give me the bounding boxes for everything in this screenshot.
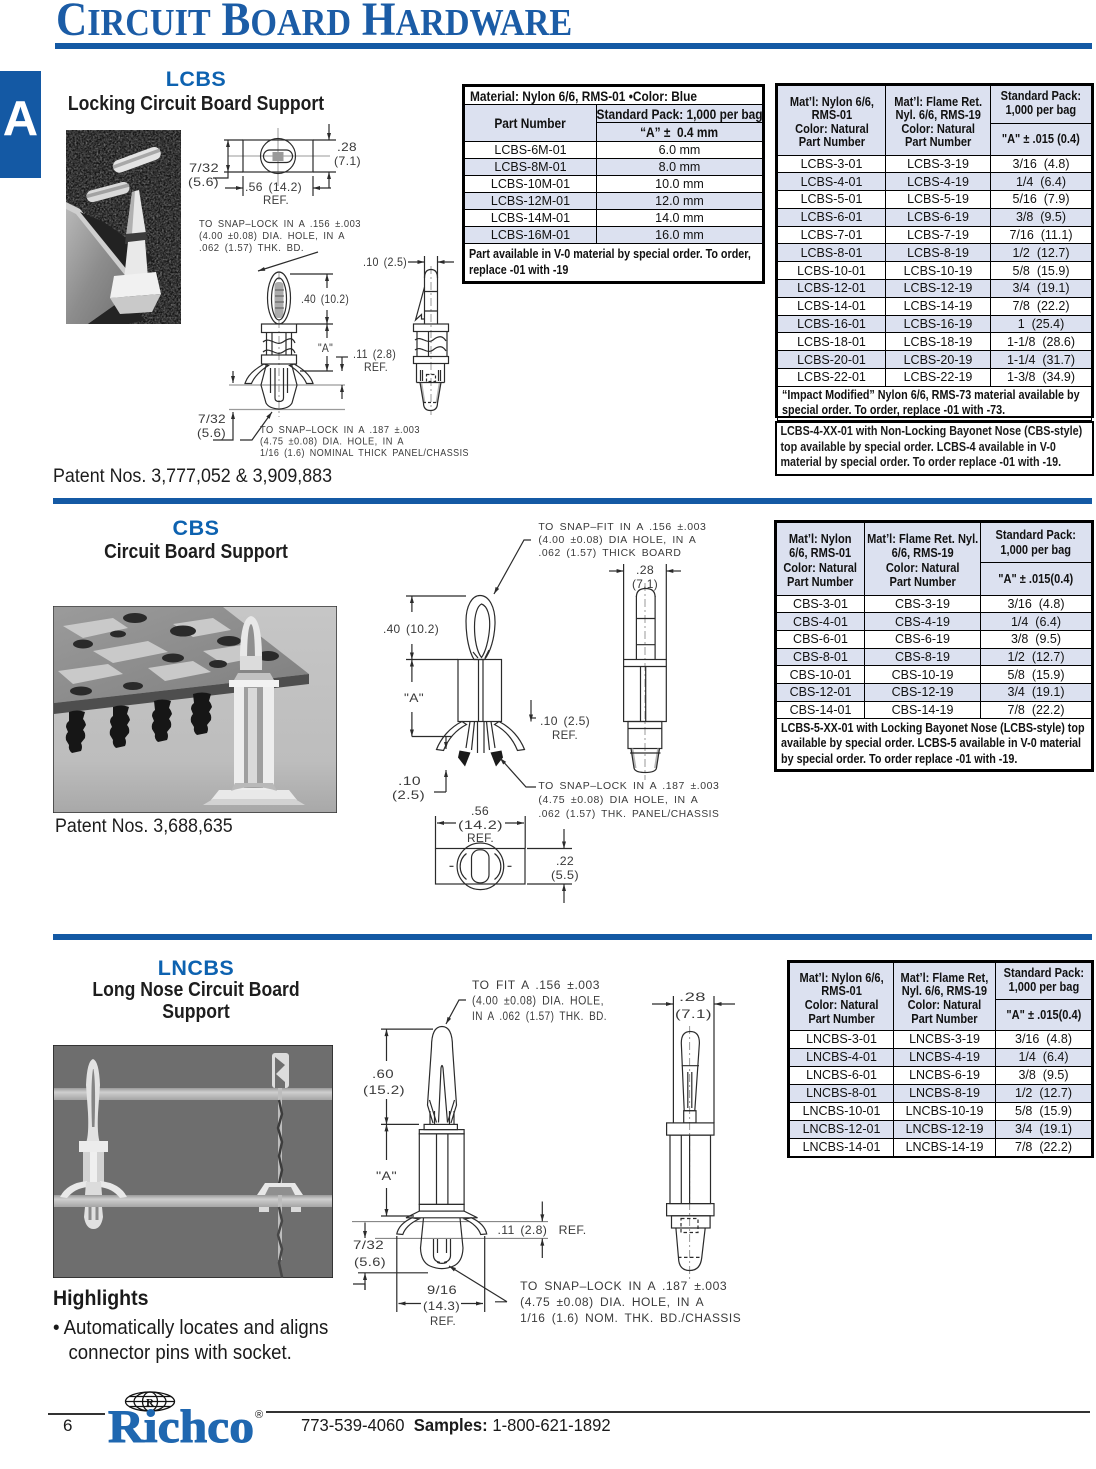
svg-text:.28: .28	[679, 990, 706, 1004]
svg-text:.56 (14.2): .56 (14.2)	[245, 180, 302, 194]
svg-text:(5.6): (5.6)	[188, 175, 219, 189]
svg-text:.28: .28	[337, 140, 357, 154]
svg-text:TO SNAP–LOCK IN A .187 ±.003: TO SNAP–LOCK IN A .187 ±.003	[520, 1281, 727, 1293]
svg-text:7/32: 7/32	[353, 1238, 384, 1252]
svg-text:REF.: REF.	[467, 831, 494, 845]
svg-text:TO SNAP–FIT IN A .156 ±.003: TO SNAP–FIT IN A .156 ±.003	[538, 521, 706, 533]
svg-text:"A": "A"	[376, 1169, 397, 1183]
svg-text:TO SNAP–LOCK IN A .187 ±.003: TO SNAP–LOCK IN A .187 ±.003	[538, 780, 719, 792]
svg-text:7/32: 7/32	[189, 161, 219, 175]
svg-text:(4.75 ±0.08) DIA. HOLE, IN A: (4.75 ±0.08) DIA. HOLE, IN A	[520, 1297, 704, 1309]
svg-text:9/16: 9/16	[427, 1283, 457, 1297]
svg-text:TO FIT A .156 ±.003: TO FIT A .156 ±.003	[472, 980, 600, 992]
svg-text:REF.: REF.	[364, 360, 388, 374]
svg-text:.10 (2.5): .10 (2.5)	[363, 255, 407, 269]
svg-text:IN A .062 (1.57) THK. BD.: IN A .062 (1.57) THK. BD.	[472, 1011, 607, 1023]
svg-text:REF.: REF.	[263, 193, 289, 207]
svg-text:TO SNAP–LOCK IN A .156 ±.003: TO SNAP–LOCK IN A .156 ±.003	[199, 218, 361, 230]
svg-text:(5.5): (5.5)	[551, 868, 579, 882]
svg-text:(2.5): (2.5)	[392, 788, 425, 802]
svg-text:.56: .56	[471, 804, 489, 818]
svg-text:(7.1): (7.1)	[334, 154, 361, 168]
svg-text:(7.1): (7.1)	[632, 577, 658, 591]
svg-text:1/16 (1.6) NOMINAL THICK PANEL: 1/16 (1.6) NOMINAL THICK PANEL/CHASSIS	[260, 447, 469, 459]
svg-text:.10: .10	[398, 774, 421, 788]
svg-text:(14.2): (14.2)	[458, 818, 503, 832]
svg-text:REF.: REF.	[552, 728, 578, 742]
svg-text:.60: .60	[372, 1067, 394, 1081]
svg-text:.22: .22	[556, 854, 574, 868]
svg-text:(5.6): (5.6)	[197, 426, 226, 440]
svg-text:Richco: Richco	[108, 1401, 254, 1447]
svg-text:(4.75 ±0.08) DIA. HOLE, IN A: (4.75 ±0.08) DIA. HOLE, IN A	[260, 436, 404, 448]
svg-text:(4.00 ±0.08) DIA. HOLE, IN A: (4.00 ±0.08) DIA. HOLE, IN A	[199, 230, 345, 242]
svg-text:1/16 (1.6) NOM. THK. BD./CHASS: 1/16 (1.6) NOM. THK. BD./CHASSIS	[520, 1313, 741, 1325]
svg-text:TO SNAP–LOCK IN A .187 ±.003: TO SNAP–LOCK IN A .187 ±.003	[260, 424, 420, 436]
svg-text:.28: .28	[636, 563, 654, 577]
svg-text:(7.1): (7.1)	[675, 1007, 712, 1021]
svg-text:"A": "A"	[318, 341, 333, 355]
svg-text:.062 (1.57) THK. BD.: .062 (1.57) THK. BD.	[199, 242, 304, 254]
svg-text:(4.00 ±0.08) DIA HOLE, IN A: (4.00 ±0.08) DIA HOLE, IN A	[538, 534, 696, 546]
svg-text:(5.6): (5.6)	[354, 1255, 386, 1269]
svg-text:R: R	[146, 1397, 155, 1409]
svg-text:®: ®	[255, 1409, 263, 1421]
svg-text:.062 (1.57) THK. PANEL/CHASSIS: .062 (1.57) THK. PANEL/CHASSIS	[538, 808, 719, 820]
svg-text:(14.3): (14.3)	[423, 1299, 460, 1313]
svg-text:.40 (10.2): .40 (10.2)	[301, 292, 349, 306]
svg-text:.11 (2.8): .11 (2.8)	[353, 347, 396, 361]
svg-text:7/32: 7/32	[198, 412, 226, 426]
svg-text:REF.: REF.	[430, 1314, 456, 1328]
svg-text:"A": "A"	[404, 691, 424, 705]
svg-text:(4.75 ±0.08) DIA HOLE, IN A: (4.75 ±0.08) DIA HOLE, IN A	[538, 794, 698, 806]
svg-text:.40 (10.2): .40 (10.2)	[383, 622, 439, 636]
svg-text:.10 (2.5): .10 (2.5)	[540, 714, 590, 728]
svg-text:.11 (2.8) REF.: .11 (2.8) REF.	[498, 1223, 587, 1237]
svg-text:.062 (1.57) THICK BOARD: .062 (1.57) THICK BOARD	[538, 547, 681, 559]
svg-text:(4.00 ±0.08) DIA. HOLE,: (4.00 ±0.08) DIA. HOLE,	[472, 996, 604, 1008]
svg-text:(15.2): (15.2)	[363, 1083, 405, 1097]
